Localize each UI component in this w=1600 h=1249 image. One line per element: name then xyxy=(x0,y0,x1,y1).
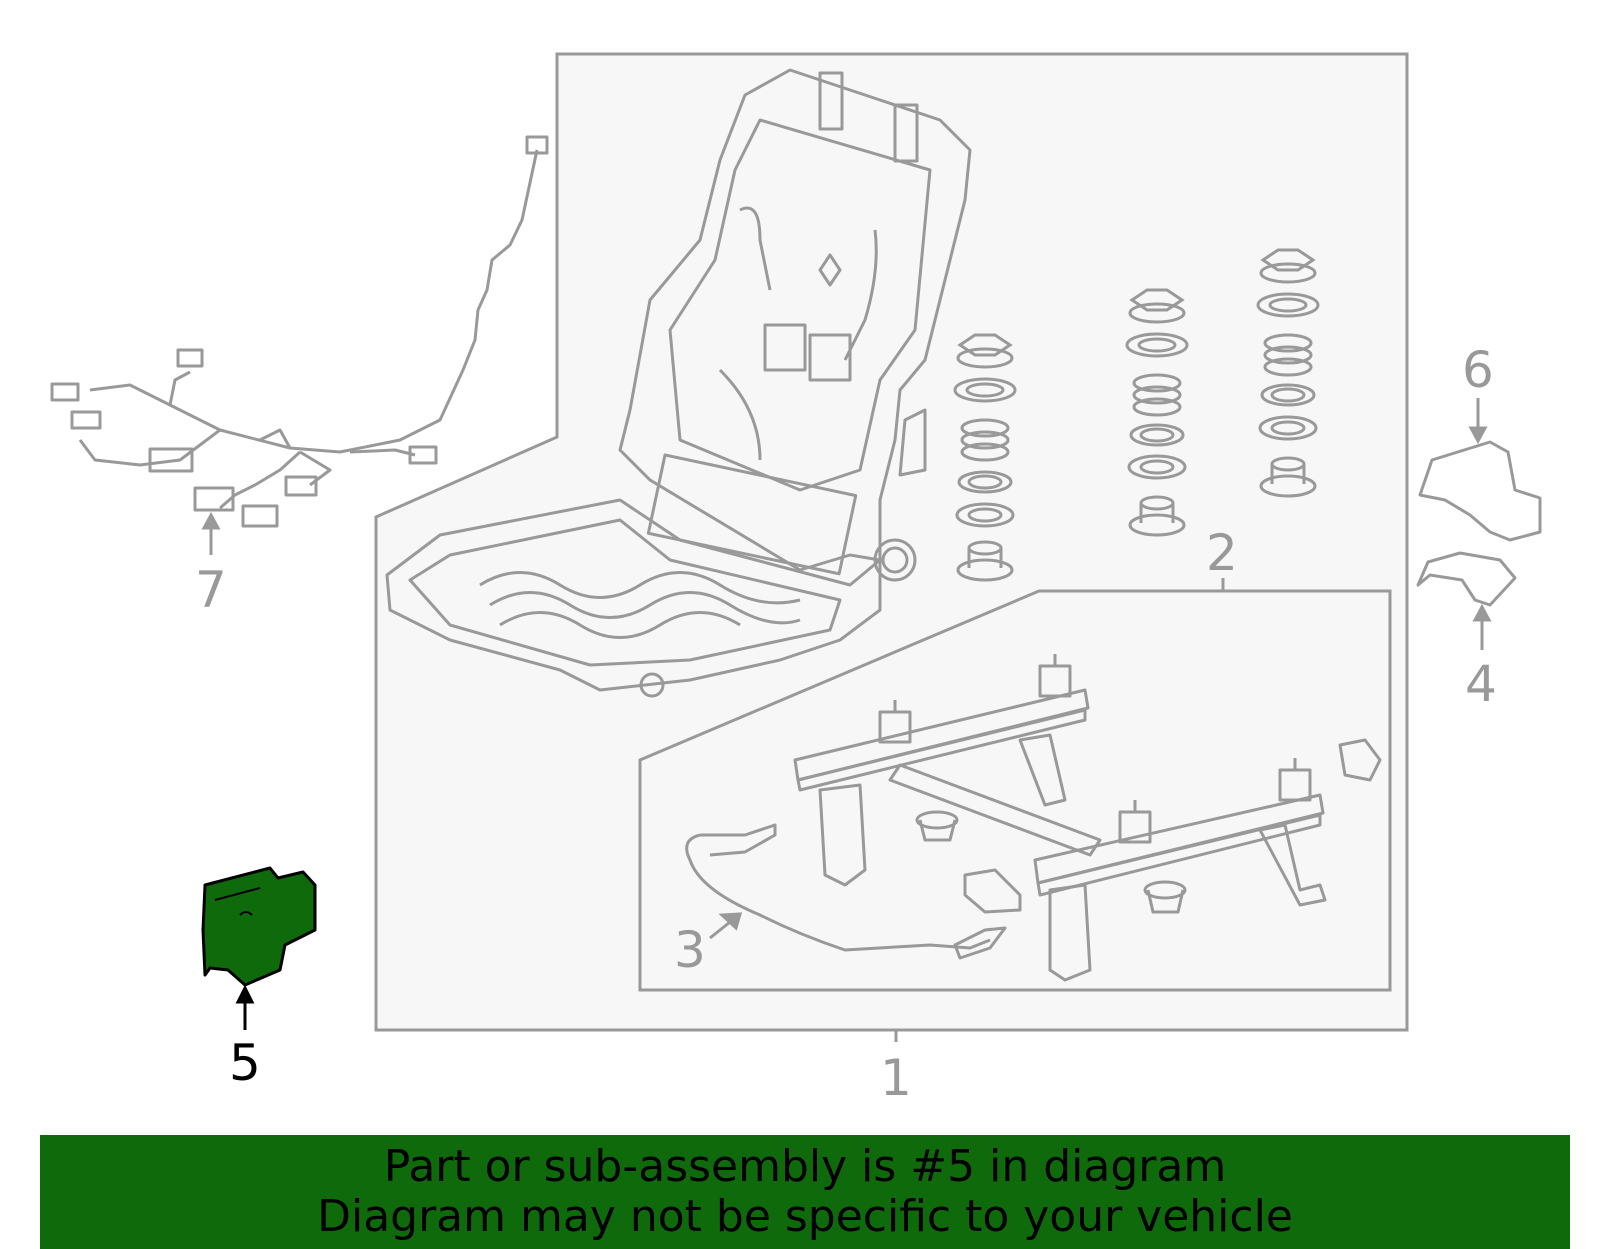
hardware-stack-left xyxy=(953,333,1017,582)
hardware-stack-right xyxy=(1256,248,1320,498)
seat-track-assembly xyxy=(793,654,1382,982)
seat-track-panel xyxy=(638,589,1392,992)
part-5-detail xyxy=(214,887,261,916)
part-6-cover xyxy=(1418,440,1542,542)
part-5-highlighted xyxy=(201,866,317,987)
adjuster-rod xyxy=(685,823,1007,960)
callout-5: 5 xyxy=(229,1034,261,1092)
callout-2: 2 xyxy=(1206,524,1238,582)
banner-line-2: Diagram may not be specific to your vehi… xyxy=(317,1191,1293,1242)
callout-1: 1 xyxy=(880,1049,912,1107)
seat-cushion-frame xyxy=(385,453,882,698)
callout-4: 4 xyxy=(1465,655,1497,713)
part-4-cap xyxy=(1416,551,1517,607)
leader-line-5 xyxy=(235,984,255,1030)
callout-7: 7 xyxy=(195,561,227,619)
callout-6: 6 xyxy=(1462,341,1494,399)
info-banner: Part or sub-assembly is #5 in diagram Di… xyxy=(40,1135,1570,1249)
callout-3: 3 xyxy=(674,921,706,979)
hardware-stack-middle xyxy=(1125,288,1189,537)
banner-line-1: Part or sub-assembly is #5 in diagram xyxy=(383,1141,1227,1192)
wire-harness xyxy=(50,135,549,528)
seat-back-frame xyxy=(618,68,972,582)
leader-lines xyxy=(201,398,1492,1042)
